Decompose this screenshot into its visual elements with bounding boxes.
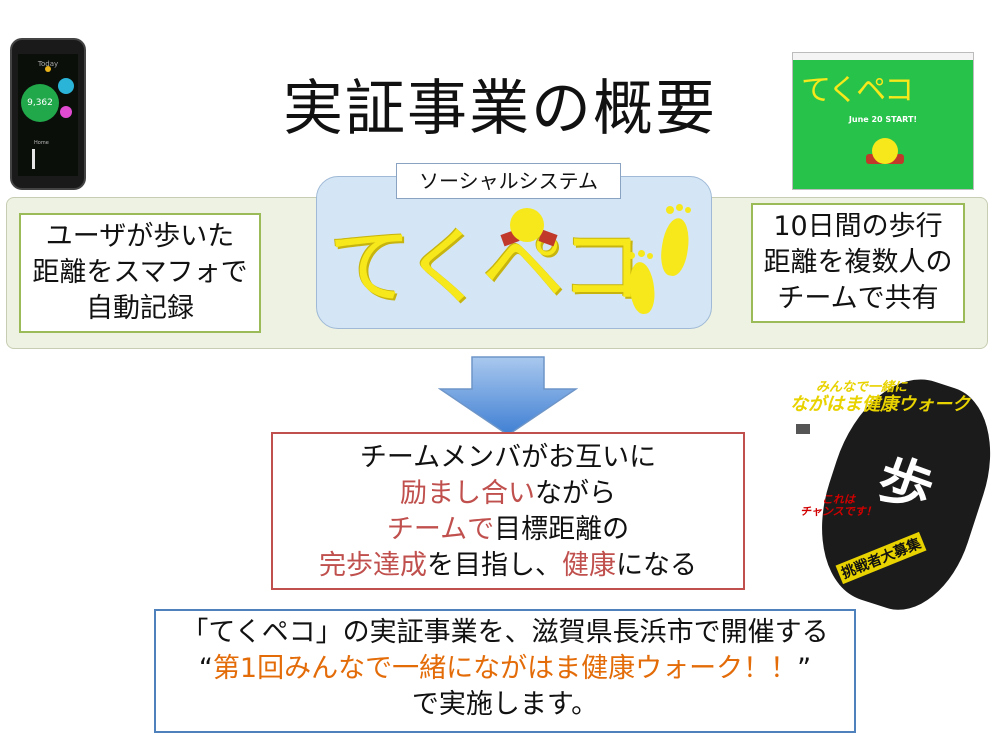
goal-line-2: 励まし合いながら [273, 476, 743, 512]
auto-record-line-3: 自動記録 [86, 293, 194, 324]
phone-pink-circle [60, 106, 72, 118]
goal-line-4-end: になる [616, 550, 697, 581]
poster-tagline: みんなで一緒に [816, 380, 908, 395]
summary-line-2: “第1回みんなで一緒にながはま健康ウォーク！！” [156, 651, 854, 687]
goal-line-4: 完歩達成を目指し、健康になる [273, 548, 743, 584]
phone-home-label: Home [34, 140, 49, 146]
website-start-text: June 20 START! [848, 115, 918, 124]
tekupeko-logo: てくペコ [328, 218, 643, 316]
team-share-line-3: チームで共有 [777, 283, 939, 314]
goal-encourage: 励まし合い [400, 478, 535, 509]
phone-steps-circle: 9,362 [21, 84, 59, 122]
goal-box: チームメンバがお互いに 励まし合いながら チームで目標距離の 完歩達成を目指し、… [271, 432, 745, 590]
toe-icon [628, 252, 635, 259]
website-topbar [793, 53, 973, 60]
poster-event-title: ながはま健康ウォーク [790, 394, 970, 415]
quote-close: ” [797, 653, 812, 684]
website-logo: てくペコ [801, 73, 914, 108]
poster-chance-line-2: チャンスです！ [800, 505, 877, 518]
phone-cyan-circle [58, 78, 74, 94]
phone-today-label: Today [37, 60, 59, 68]
social-system-label: ソーシャルシステム [396, 163, 621, 199]
quote-open: “ [198, 653, 213, 684]
auto-record-box: ユーザが歩いた 距離をスマフォで 自動記録 [19, 213, 261, 333]
event-name: 第1回みんなで一緒にながはま健康ウォーク！！ [212, 653, 798, 684]
toe-icon [638, 250, 645, 257]
website-screenshot: てくペコ June 20 START! [792, 52, 974, 190]
toe-icon [676, 204, 683, 211]
chick-icon [510, 208, 544, 242]
poster-chance-line-1: これは [821, 493, 855, 506]
auto-record-line-2: 距離をスマフォで [32, 257, 248, 288]
website-chick-icon [872, 138, 898, 164]
poster-phone-icon [796, 424, 810, 434]
phone-bar [32, 149, 35, 169]
page-title: 実証事業の概要 [283, 74, 717, 144]
team-share-line-2: 距離を複数人の [763, 247, 953, 278]
toe-icon [647, 253, 653, 259]
goal-team: チームで [386, 514, 495, 545]
goal-line-2-rest: ながら [535, 478, 616, 509]
goal-health: 健康 [562, 550, 616, 581]
summary-line-3: で実施します。 [411, 689, 599, 720]
team-share-box: 10日間の歩行 距離を複数人の チームで共有 [751, 203, 965, 323]
toe-icon [666, 206, 674, 214]
goal-line-4-mid: を目指し、 [427, 550, 562, 581]
phone-app-image: Today 9,362 Home [10, 38, 86, 190]
goal-complete: 完歩達成 [319, 550, 427, 581]
goal-line-3: チームで目標距離の [273, 512, 743, 548]
toe-icon [685, 207, 691, 213]
poster-chance: これは チャンスです！ [800, 494, 877, 518]
summary-box: 「てくペコ」の実証事業を、滋賀県長浜市で開催する “第1回みんなで一緒にながはま… [154, 609, 856, 733]
phone-screen: Today 9,362 Home [18, 54, 78, 176]
phone-yellow-dot [45, 66, 51, 72]
down-arrow-icon [438, 356, 578, 436]
goal-line-3-rest: 目標距離の [494, 514, 630, 545]
auto-record-line-1: ユーザが歩いた [45, 221, 235, 252]
team-share-line-1: 10日間の歩行 [773, 211, 943, 242]
summary-line-1: 「てくペコ」の実証事業を、滋賀県長浜市で開催する [181, 617, 829, 648]
goal-line-1: チームメンバがお互いに [359, 442, 657, 473]
